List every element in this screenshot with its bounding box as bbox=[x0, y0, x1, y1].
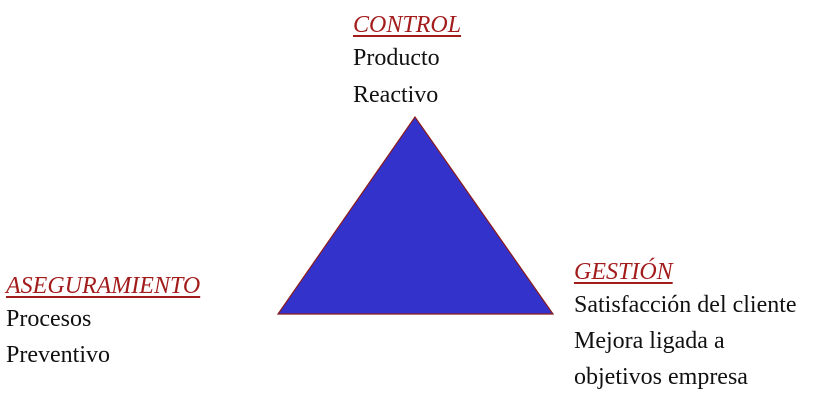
triangle-shape bbox=[276, 115, 555, 315]
control-label-group: CONTROL Producto Reactivo bbox=[353, 10, 461, 114]
gestion-line-satisfaction: Satisfacción del cliente bbox=[574, 292, 797, 318]
gestion-line-objectives: objetivos empresa bbox=[574, 364, 748, 390]
aseguramiento-line-processes: Procesos bbox=[6, 306, 92, 332]
control-heading: CONTROL bbox=[353, 12, 462, 38]
gestion-line-improvement: Mejora ligada a bbox=[574, 328, 725, 354]
control-line-product: Producto bbox=[353, 45, 440, 71]
gestion-heading: GESTIÓN bbox=[574, 259, 673, 285]
aseguramiento-line-preventive: Preventivo bbox=[6, 342, 110, 368]
aseguramiento-heading: ASEGURAMIENTO bbox=[6, 273, 201, 299]
aseguramiento-label-group: ASEGURAMIENTO Procesos Preventivo bbox=[6, 271, 200, 373]
control-line-reactive: Reactivo bbox=[353, 82, 439, 108]
gestion-label-group: GESTIÓN Satisfacción del cliente Mejora … bbox=[574, 257, 797, 395]
